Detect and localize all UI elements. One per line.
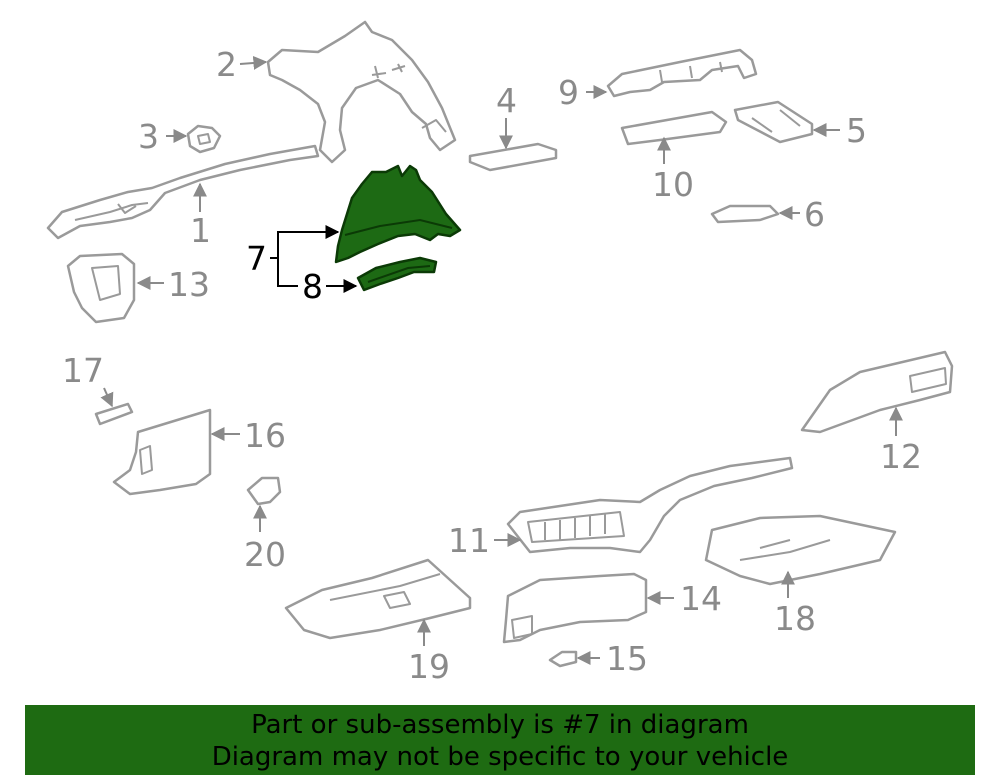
callout-17: 17 <box>62 351 104 390</box>
callout-5: 5 <box>846 111 867 150</box>
callout-2: 2 <box>216 45 237 84</box>
part-14-lower-panel[interactable] <box>502 572 648 644</box>
leader-2 <box>239 55 268 70</box>
callout-20: 20 <box>244 535 286 574</box>
part-10-trim[interactable] <box>620 110 728 146</box>
part-13-vent-housing[interactable] <box>66 252 136 324</box>
part-19-lower-trim[interactable] <box>284 558 472 640</box>
part-1-dash-panel[interactable] <box>46 144 320 240</box>
banner-line-2: Diagram may not be specific to your vehi… <box>211 742 789 772</box>
callout-16: 16 <box>244 416 286 455</box>
callout-labels: 2 3 1 4 9 5 10 6 7 8 13 17 16 20 12 11 1… <box>62 45 922 686</box>
callout-11: 11 <box>448 521 490 560</box>
callout-14: 14 <box>680 579 722 618</box>
banner-line-1: Part or sub-assembly is #7 in diagram <box>251 710 749 740</box>
callout-3: 3 <box>138 117 159 156</box>
leader-17 <box>100 387 114 408</box>
part-4-cover[interactable] <box>468 142 558 172</box>
leader-8 <box>277 258 298 287</box>
part-11-center-panel[interactable] <box>506 456 794 554</box>
callout-6: 6 <box>804 195 825 234</box>
leader-lines <box>100 55 903 665</box>
callout-1: 1 <box>190 211 211 250</box>
part-15-clip[interactable] <box>548 650 578 668</box>
callout-15: 15 <box>606 639 648 678</box>
callout-13: 13 <box>168 265 210 304</box>
info-banner: Part or sub-assembly is #7 in diagram Di… <box>25 705 975 775</box>
callout-10: 10 <box>652 165 694 204</box>
part-18-glovebox-panel[interactable] <box>704 514 897 586</box>
part-9-trim[interactable] <box>606 48 758 98</box>
callout-7: 7 <box>246 239 267 278</box>
part-2-shroud[interactable] <box>266 20 457 164</box>
part-12-garnish[interactable] <box>800 350 954 434</box>
part-6-insert[interactable] <box>710 204 780 224</box>
callout-4: 4 <box>496 81 517 120</box>
part-8-trim-strip[interactable] <box>356 256 438 292</box>
callout-12: 12 <box>880 437 922 476</box>
part-3-clip[interactable] <box>186 124 222 154</box>
callout-9: 9 <box>558 73 579 112</box>
part-17-clip[interactable] <box>94 402 134 426</box>
part-5-cover[interactable] <box>733 100 814 144</box>
part-20-clip[interactable] <box>246 476 282 506</box>
part-7-highlighted[interactable] <box>334 164 462 264</box>
part-16-bracket[interactable] <box>112 408 212 496</box>
parts-diagram: 2 3 1 4 9 5 10 6 7 8 13 17 16 20 12 11 1… <box>46 20 954 686</box>
callout-18: 18 <box>774 599 816 638</box>
callout-19: 19 <box>408 647 450 686</box>
callout-8: 8 <box>302 267 323 306</box>
leader-7 <box>270 225 340 259</box>
